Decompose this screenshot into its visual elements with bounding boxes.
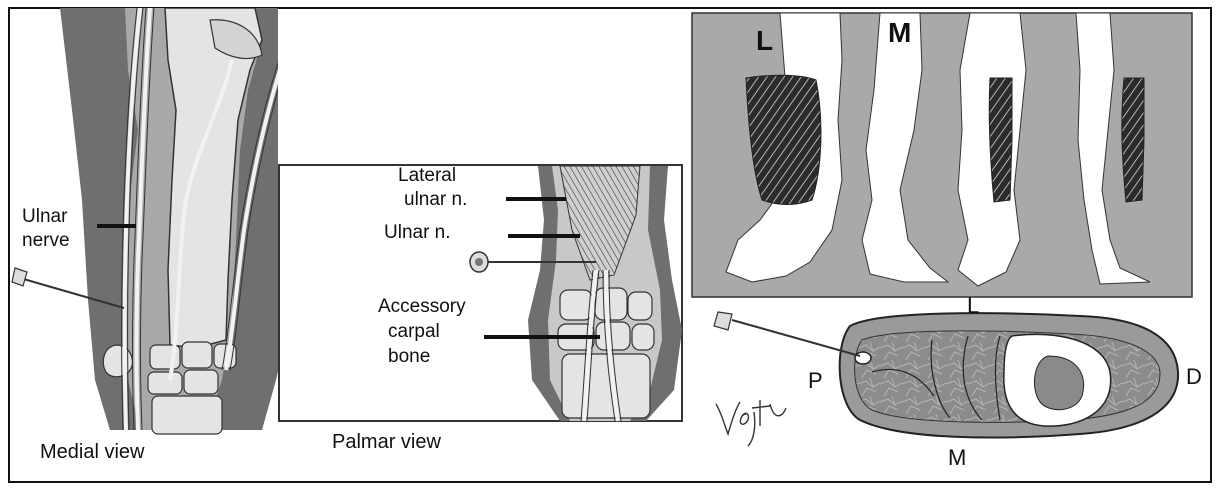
label-cross-p: P (808, 368, 823, 393)
label-ulnar-n: Ulnar n. (384, 222, 451, 243)
cross-section (840, 313, 1178, 437)
label-accessory-1: Accessory (378, 296, 466, 317)
label-cross-l: L (967, 293, 979, 318)
label-panel-l: L (756, 25, 773, 56)
label-palmar-view: Palmar view (332, 431, 441, 453)
label-medial-view: Medial view (40, 441, 145, 463)
label-accessory-3: bone (388, 346, 430, 367)
label-ulnar-nerve-2: nerve (22, 230, 70, 251)
label-ulnar-nerve-1: Ulnar (22, 206, 68, 227)
label-cross-d: D (1186, 364, 1202, 389)
label-panel-m: M (888, 17, 911, 48)
label-lateral-ulnar-2: ulnar n. (404, 189, 467, 210)
palmar-view-limb (528, 166, 682, 421)
label-cross-m: M (948, 445, 966, 470)
label-accessory-2: carpal (388, 321, 440, 342)
label-lateral-ulnar-1: Lateral (398, 165, 456, 186)
